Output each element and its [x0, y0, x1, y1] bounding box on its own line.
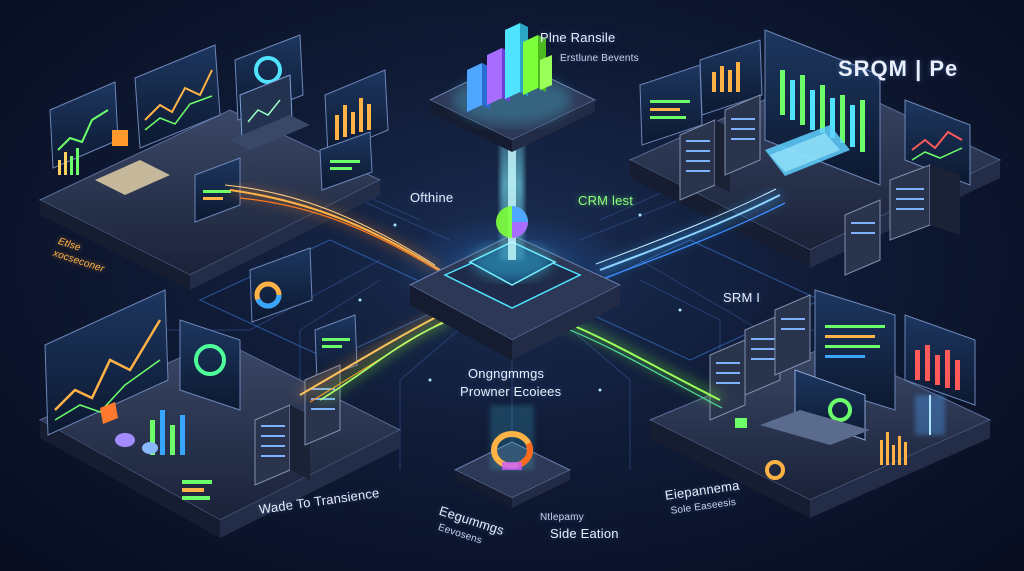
center-caption-2: Prowner Ecoiees	[460, 384, 562, 399]
data-stream-green	[318, 317, 452, 403]
monitor-icon	[179, 319, 241, 411]
bottom-center-right-caption-2: Side Eation	[550, 526, 619, 541]
donut-chart-icon	[765, 460, 785, 480]
donut-chart-icon	[249, 247, 313, 323]
data-particles	[358, 213, 682, 392]
line-chart-icon	[699, 39, 763, 116]
platform-top-left	[38, 34, 389, 290]
central-hub	[392, 215, 632, 360]
bar-chart-icon	[467, 23, 552, 112]
platform-bottom-left	[38, 247, 402, 538]
pipeline-title: Plne Ransile	[540, 30, 616, 45]
laptop-icon	[230, 74, 310, 150]
server-rack-icon	[889, 164, 960, 241]
srm-label: SRM I	[723, 290, 761, 305]
donut-chart-icon	[496, 206, 528, 238]
status-cube	[112, 130, 128, 146]
server-rack-icon	[724, 94, 761, 176]
bar-chart-icon	[150, 410, 185, 455]
bar-chart-icon	[880, 432, 907, 465]
server-rack-icon	[254, 404, 310, 486]
laptop-icon	[760, 369, 870, 445]
donut-chart-icon	[491, 431, 533, 470]
bottom-center-pedestal	[453, 405, 572, 508]
monitor-icon	[194, 157, 241, 223]
offline-label: Ofthine	[410, 190, 454, 205]
line-chart-icon	[44, 289, 169, 436]
monitor-icon	[639, 64, 703, 146]
bottom-center-right-caption-1: Ntlepamy	[540, 512, 584, 523]
bar-chart-icon	[904, 314, 976, 406]
bar-chart-icon	[324, 69, 389, 156]
desk-item	[95, 160, 170, 195]
status-cube	[735, 418, 747, 428]
brand-title: SRQM | Pe	[838, 56, 959, 81]
server-rack-icon	[844, 199, 881, 276]
monitor-icon	[49, 81, 119, 169]
monitor-icon	[814, 289, 896, 411]
pipeline-subtitle: Erstlune Bevents	[560, 53, 639, 64]
platform-top-right	[628, 29, 1002, 276]
status-orb	[115, 433, 135, 447]
data-stream-green-right	[558, 316, 723, 409]
status-cube	[100, 402, 118, 424]
monitor-icon	[134, 44, 221, 149]
server-rack-icon	[744, 314, 781, 396]
laptop-icon	[765, 125, 850, 176]
status-orb	[142, 442, 158, 454]
hologram-beam	[915, 395, 945, 435]
server-rack-icon	[774, 294, 811, 376]
crm-test-label: CRM lest	[578, 193, 634, 208]
center-caption-1: Ongngmmgs	[468, 366, 545, 381]
monitor-icon	[319, 131, 373, 191]
bar-chart-icon	[182, 480, 212, 500]
bar-chart-icon	[58, 148, 79, 175]
line-chart-icon	[904, 99, 971, 186]
server-rack-icon	[679, 119, 730, 201]
